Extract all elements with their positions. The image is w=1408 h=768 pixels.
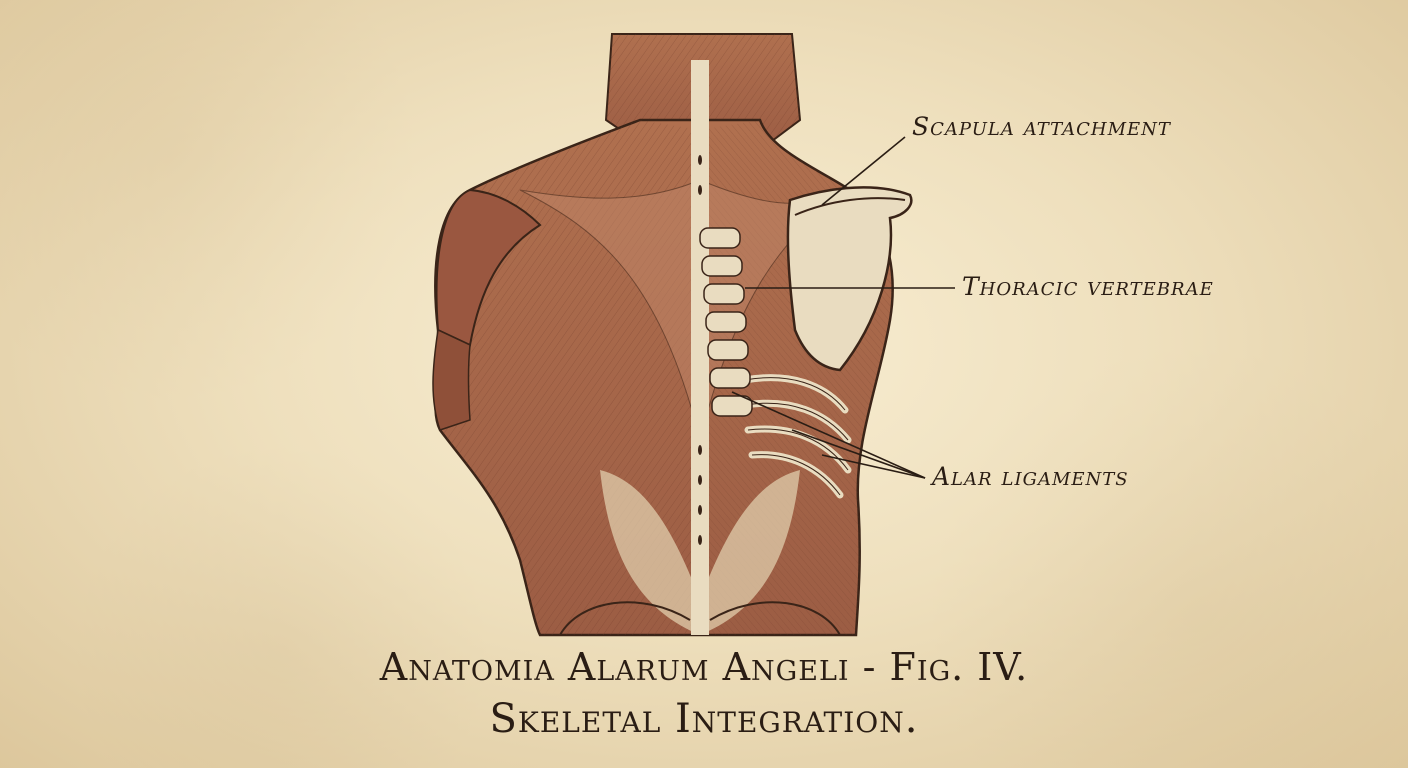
- spinous-processes: [698, 155, 702, 545]
- label-scapula-attachment: Scapula attachment: [912, 112, 1171, 141]
- caption-title: Anatomia Alarum Angeli - Fig. IV.: [379, 645, 1029, 689]
- scapula: [786, 186, 913, 372]
- left-arm-stub: [432, 328, 471, 431]
- label-thoracic-vertebrae: Thoracic vertebrae: [962, 272, 1214, 301]
- lumbar-fascia: [600, 470, 800, 635]
- caption-subtitle: Skeletal Integration.: [489, 696, 919, 742]
- gluteal-contour-left: [559, 601, 691, 636]
- gluteal-contour-right: [709, 601, 841, 636]
- left-deltoid: [435, 188, 542, 347]
- leader-lines: [731, 136, 955, 479]
- thoracic-vertebrae: [699, 227, 753, 417]
- label-alar-ligaments: Alar ligaments: [932, 462, 1129, 491]
- scapula-spine: [794, 197, 906, 216]
